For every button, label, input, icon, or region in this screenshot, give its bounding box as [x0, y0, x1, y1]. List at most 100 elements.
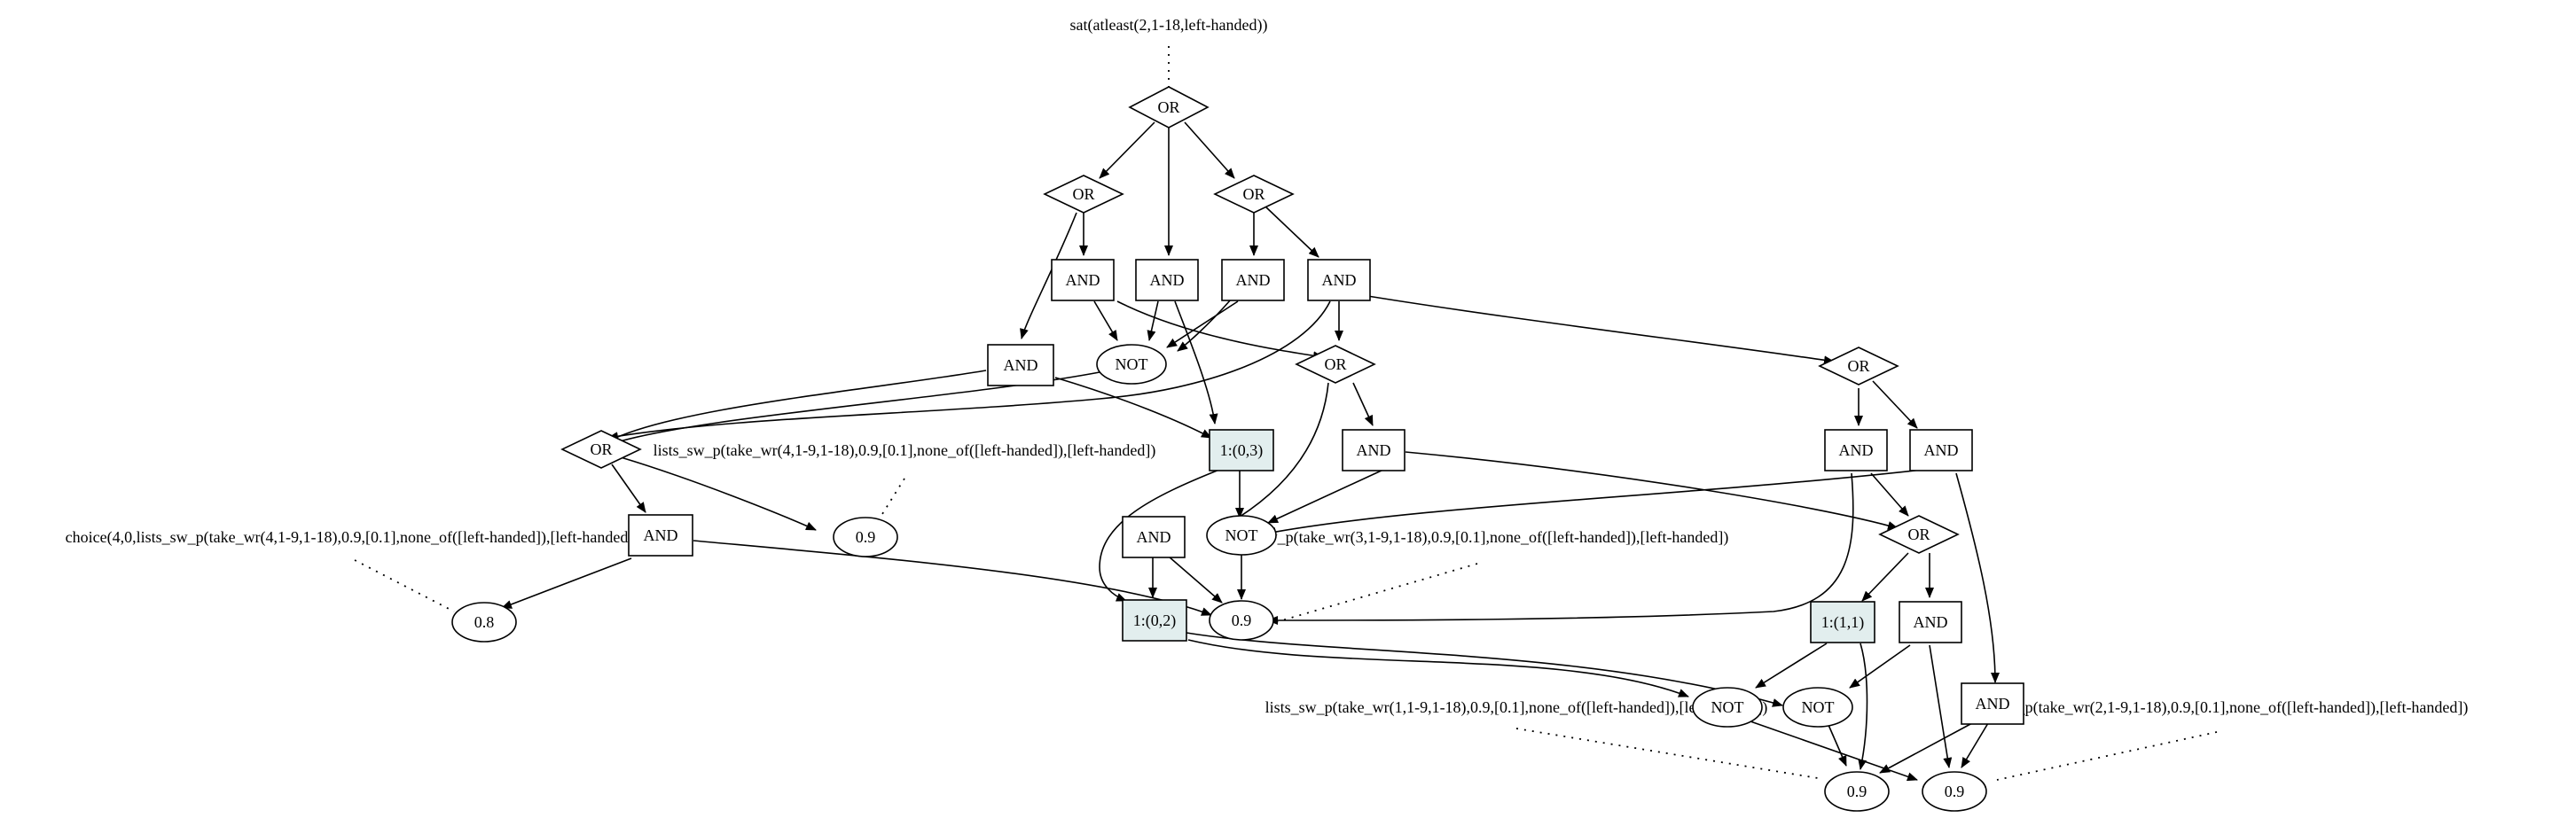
or-node: OR: [1213, 175, 1295, 214]
edge: [607, 300, 1331, 441]
node-label: AND: [1004, 356, 1038, 374]
edge: [1267, 472, 1854, 625]
edge: [1265, 469, 1923, 536]
edge: [1184, 121, 1235, 179]
edge: [1929, 644, 1953, 768]
node-label: NOT: [1116, 355, 1148, 373]
edge: [1861, 552, 1909, 602]
edge: [1828, 724, 1847, 767]
node-label: AND: [644, 526, 678, 544]
edge-lsw1-dotted: [1515, 728, 1819, 779]
edge: [1405, 451, 1899, 530]
edge: [1166, 300, 1239, 348]
edge: [1099, 121, 1155, 179]
or-node: OR: [1818, 347, 1899, 386]
variable-node: 1:(0,3): [1209, 429, 1274, 471]
lists-sw-p-4-label: lists_sw_p(take_wr(4,1-9,1-18),0.9,[0.1]…: [654, 441, 1156, 460]
value-node: 0.8: [451, 602, 517, 643]
node-label: AND: [1137, 528, 1171, 546]
node-label: 0.9: [1847, 783, 1867, 800]
edge: [620, 456, 817, 531]
node-label: OR: [1847, 357, 1869, 375]
edge: [1750, 721, 1918, 782]
or-node: OR: [1128, 86, 1210, 129]
node-label: 0.8: [474, 613, 495, 631]
edge: [1116, 300, 1324, 361]
node-label: NOT: [1802, 698, 1835, 716]
and-node: AND: [1135, 259, 1199, 301]
node-label: AND: [1839, 441, 1874, 459]
node-label: AND: [1924, 441, 1959, 459]
and-node: AND: [1909, 429, 1973, 471]
node-label: AND: [1066, 271, 1100, 289]
edge: [1870, 472, 1909, 517]
and-node: AND: [1342, 429, 1405, 471]
edge: [1352, 382, 1374, 426]
node-label: 1:(1,1): [1821, 613, 1865, 632]
edge: [1755, 643, 1828, 689]
node-label: AND: [1976, 695, 2010, 713]
edge: [1177, 299, 1232, 352]
root-label: sat(atleast(2,1-18,left-handed)): [1070, 16, 1268, 35]
variable-node: 1:(0,2): [1122, 599, 1187, 642]
edge: [1849, 644, 1911, 689]
edge: [1858, 643, 1868, 770]
and-node: AND: [1961, 682, 2024, 725]
or-node: OR: [560, 430, 642, 469]
not-node: NOT: [1096, 344, 1167, 385]
node-label: 1:(0,2): [1133, 612, 1177, 630]
value-node: 0.9: [1209, 600, 1274, 641]
not-node: NOT: [1782, 687, 1853, 728]
node-label: 0.9: [1232, 612, 1252, 629]
node-label: OR: [1242, 185, 1265, 203]
lists-sw-p-3-label: lists_sw_p(take_wr(3,1-9,1-18),0.9,[0.1]…: [1226, 528, 1729, 547]
node-label: AND: [1236, 271, 1271, 289]
node-label: OR: [1157, 98, 1179, 116]
and-node: AND: [987, 344, 1054, 386]
and-node: AND: [1307, 259, 1371, 301]
value-node: 0.9: [833, 517, 898, 557]
edge: [1187, 639, 1689, 697]
edge-lsw2-dotted: [1996, 731, 2218, 781]
nodes: OR OR OR AND AND AND AND AND: [451, 86, 2024, 812]
edge: [1099, 469, 1220, 602]
node-label: 1:(0,3): [1220, 441, 1264, 460]
node-label: OR: [1907, 526, 1930, 543]
edge: [1147, 300, 1159, 341]
edge: [1872, 380, 1918, 429]
edge: [501, 557, 632, 609]
node-label: AND: [1357, 441, 1391, 459]
or-node: OR: [1878, 515, 1960, 554]
node-label: OR: [1324, 355, 1346, 373]
info-labels: sat(atleast(2,1-18,left-handed)) lists_s…: [66, 16, 2469, 717]
edge: [1093, 300, 1118, 341]
and-node: AND: [1824, 429, 1888, 471]
edge: [1020, 212, 1077, 339]
and-node: AND: [1899, 601, 1962, 643]
value-node: 0.9: [1824, 771, 1890, 812]
node-label: NOT: [1711, 698, 1744, 716]
edge: [1054, 377, 1212, 439]
and-node: AND: [1051, 259, 1115, 301]
edge-choice4-dotted: [354, 559, 455, 612]
edge: [611, 464, 646, 513]
or-node: OR: [1043, 175, 1124, 214]
and-node: AND: [1221, 259, 1285, 301]
node-label: NOT: [1225, 526, 1258, 544]
not-node: NOT: [1206, 515, 1277, 556]
node-label: AND: [1322, 271, 1357, 289]
and-node: AND: [628, 514, 693, 557]
edge-lsw3-dotted: [1269, 563, 1478, 625]
edge: [1955, 472, 2000, 683]
or-node: OR: [1295, 345, 1376, 384]
edge: [1356, 293, 1835, 365]
node-label: AND: [1914, 613, 1948, 631]
edge: [1265, 206, 1319, 258]
edge: [1961, 722, 1989, 768]
and-node: AND: [1122, 516, 1186, 558]
edge: [1267, 469, 1384, 524]
node-label: 0.9: [856, 528, 876, 546]
node-label: OR: [1072, 185, 1094, 203]
variable-node: 1:(1,1): [1810, 601, 1875, 643]
